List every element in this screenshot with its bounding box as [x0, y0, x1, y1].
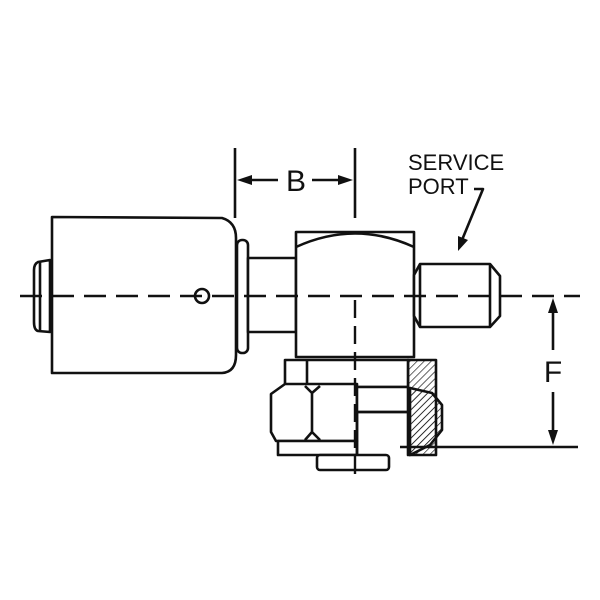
service-label-line1: SERVICE	[408, 150, 504, 175]
arrow-right-icon	[338, 175, 353, 185]
service-label-line2: PORT	[408, 174, 469, 199]
hatched-shoulder	[408, 386, 444, 457]
arrow-left-icon	[237, 175, 252, 185]
arrow-up-icon	[548, 298, 558, 313]
leader-arrow-icon	[458, 236, 468, 251]
dimension-f-label: F	[544, 356, 562, 389]
bottom-stub	[315, 453, 391, 472]
hex-nut	[269, 382, 359, 443]
ferrule-body	[50, 215, 238, 375]
dimension-b-label: B	[286, 165, 306, 198]
lower-washer	[276, 439, 359, 457]
arrow-down-icon	[548, 430, 558, 445]
upper-flange	[283, 358, 410, 389]
right-body	[355, 385, 410, 414]
